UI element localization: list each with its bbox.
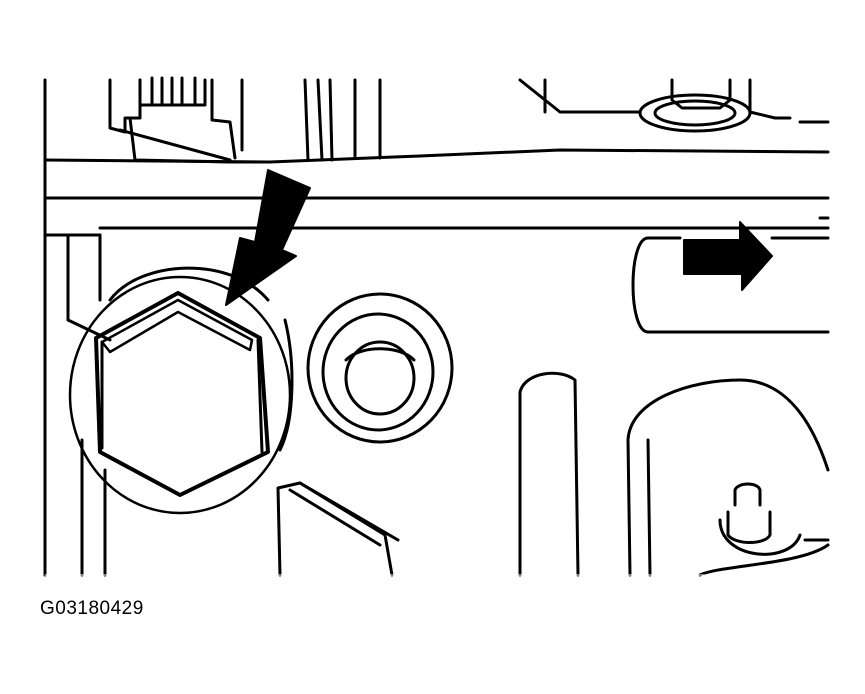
right-direction-arrow-icon: [684, 222, 772, 290]
stud: [700, 484, 828, 575]
right-slot: [633, 238, 828, 332]
hex-bolt: [70, 268, 292, 513]
horizontal-rail: [45, 150, 828, 235]
upper-connector: [110, 78, 380, 162]
left-housing: [45, 80, 110, 575]
middle-bore: [308, 294, 452, 442]
diagonal-pointer-arrow-icon: [226, 170, 310, 305]
top-right-boss: [520, 80, 828, 131]
figure-caption: G03180429: [40, 598, 144, 619]
lower-housing: [278, 373, 828, 575]
